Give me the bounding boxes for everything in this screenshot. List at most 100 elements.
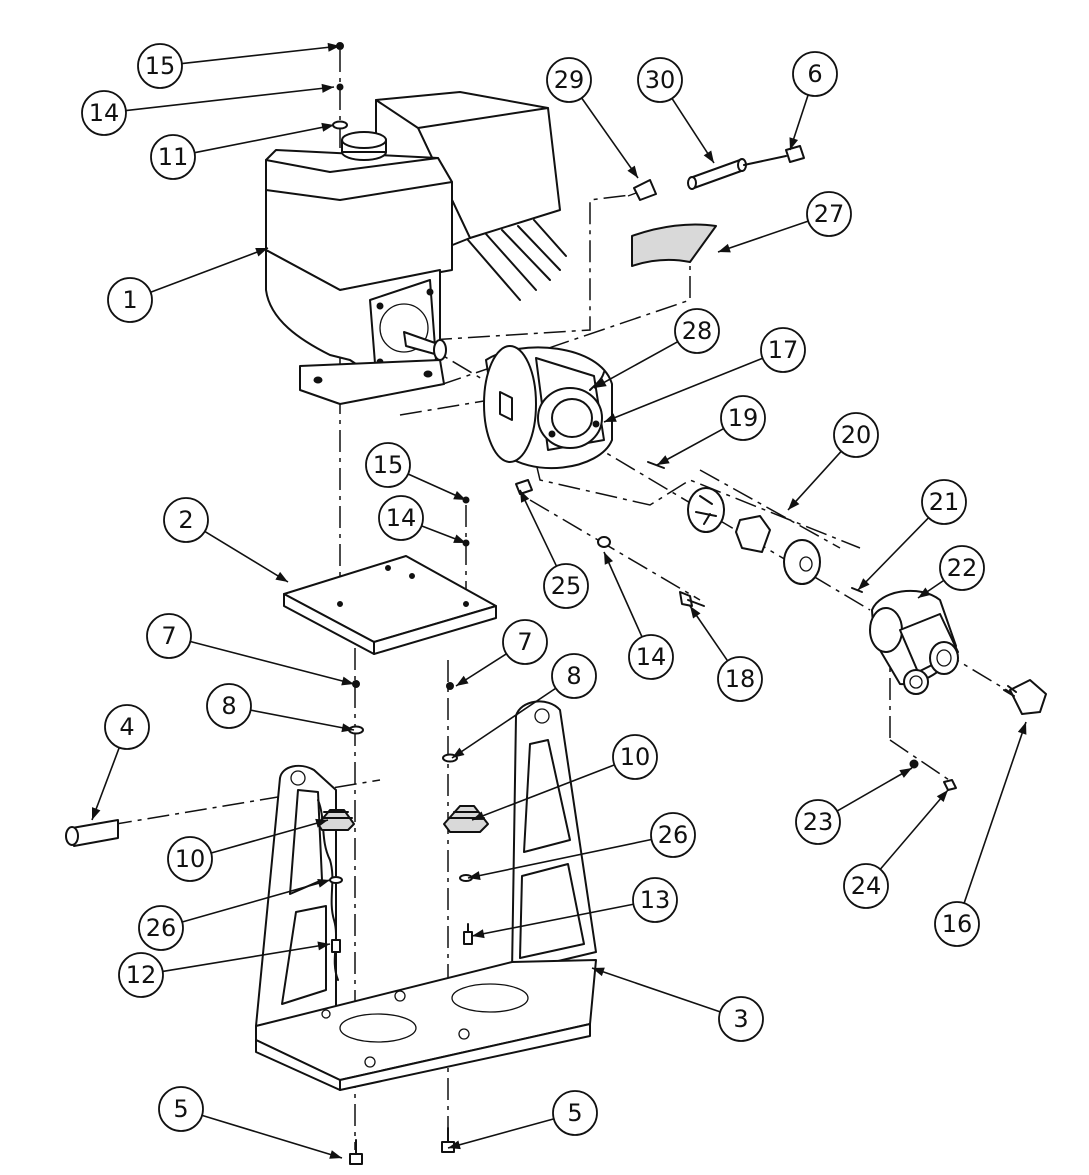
leader-line bbox=[471, 764, 615, 821]
callout-28: 28 bbox=[593, 308, 720, 389]
leader-line bbox=[593, 340, 679, 389]
arrowhead bbox=[788, 498, 800, 510]
arrowhead bbox=[936, 790, 948, 803]
callout-number: 2 bbox=[178, 506, 193, 534]
arrowhead bbox=[317, 941, 330, 951]
leader-line bbox=[150, 247, 269, 293]
callout-circle bbox=[717, 656, 763, 702]
callout-7: 7 bbox=[455, 619, 548, 687]
arrowhead bbox=[627, 165, 638, 178]
callout-number: 19 bbox=[728, 404, 759, 432]
leader-line bbox=[963, 721, 1027, 904]
callout-circle bbox=[921, 479, 967, 525]
callout-circle bbox=[843, 863, 889, 909]
arrowhead bbox=[594, 378, 607, 388]
arrowhead bbox=[275, 571, 288, 582]
callout-number: 24 bbox=[851, 872, 882, 900]
leader-line bbox=[471, 903, 634, 937]
callout-number: 28 bbox=[682, 317, 713, 345]
arrowhead bbox=[453, 534, 466, 543]
arrowhead bbox=[899, 768, 912, 778]
callout-circle bbox=[543, 563, 589, 609]
callout-number: 17 bbox=[768, 336, 799, 364]
callout-circle bbox=[158, 1086, 204, 1132]
leader-line bbox=[91, 747, 120, 821]
arrowhead bbox=[315, 818, 328, 828]
callout-circle bbox=[760, 327, 806, 373]
arrowhead bbox=[341, 676, 354, 686]
arrowhead bbox=[327, 42, 340, 52]
arrowhead bbox=[468, 871, 481, 880]
fittings-29-30-6 bbox=[627, 145, 805, 201]
arrowhead bbox=[472, 929, 485, 939]
leader-line bbox=[201, 1114, 343, 1159]
callout-14: 14 bbox=[81, 83, 335, 136]
arrowhead bbox=[329, 1150, 342, 1159]
arrowhead bbox=[592, 967, 605, 977]
callout-11: 11 bbox=[150, 122, 335, 180]
leader-line bbox=[717, 220, 809, 253]
callout-21: 21 bbox=[857, 479, 967, 591]
arrowhead bbox=[520, 490, 530, 503]
callout-27: 27 bbox=[717, 191, 852, 253]
callout-2: 2 bbox=[163, 497, 289, 583]
leader-line bbox=[836, 767, 913, 812]
callout-16: 16 bbox=[934, 721, 1027, 947]
callout-5: 5 bbox=[158, 1086, 343, 1159]
arrowhead bbox=[657, 455, 670, 465]
leader-line bbox=[125, 86, 335, 112]
leader-line bbox=[451, 687, 557, 759]
callout-circle bbox=[546, 57, 592, 103]
isolators-and-fasteners bbox=[65, 805, 489, 1165]
callout-circle bbox=[206, 683, 252, 729]
arrowhead bbox=[452, 747, 465, 758]
arrowhead bbox=[690, 606, 701, 619]
arrowhead bbox=[789, 137, 799, 150]
arrowhead bbox=[1017, 722, 1027, 735]
callout-circle bbox=[104, 704, 150, 750]
arrowhead bbox=[255, 248, 268, 257]
callout-number: 25 bbox=[551, 572, 582, 600]
leader-line bbox=[671, 98, 715, 164]
callout-20: 20 bbox=[787, 412, 879, 511]
callout-number: 18 bbox=[725, 665, 756, 693]
callout-number: 15 bbox=[145, 52, 176, 80]
leader-line bbox=[581, 97, 639, 179]
callout-10: 10 bbox=[167, 818, 329, 882]
callout-number: 7 bbox=[517, 628, 532, 656]
callout-25: 25 bbox=[519, 489, 589, 609]
callout-circle bbox=[632, 877, 678, 923]
callout-circle bbox=[150, 134, 196, 180]
callout-number: 16 bbox=[942, 910, 973, 938]
arrowhead bbox=[703, 150, 714, 163]
callout-6: 6 bbox=[789, 51, 838, 151]
leader-line bbox=[250, 709, 355, 731]
arrowhead bbox=[321, 83, 334, 93]
callout-number: 12 bbox=[126, 961, 157, 989]
leader-line bbox=[519, 489, 558, 567]
callout-circle bbox=[806, 191, 852, 237]
arrowhead bbox=[858, 578, 870, 590]
callout-number: 13 bbox=[640, 886, 671, 914]
leader-line bbox=[210, 819, 329, 854]
callout-number: 8 bbox=[221, 692, 236, 720]
callout-number: 14 bbox=[636, 643, 667, 671]
callout-circle bbox=[795, 799, 841, 845]
arrowhead bbox=[317, 878, 330, 888]
leader-line bbox=[467, 838, 652, 879]
callout-number: 4 bbox=[119, 713, 134, 741]
callout-circle bbox=[146, 613, 192, 659]
callout-number: 30 bbox=[645, 66, 676, 94]
callout-circle bbox=[939, 545, 985, 591]
callout-circle bbox=[118, 952, 164, 998]
callout-15: 15 bbox=[365, 442, 467, 501]
pump-adapter-part-17-28 bbox=[483, 345, 613, 470]
callout-circle bbox=[674, 308, 720, 354]
callout-26: 26 bbox=[138, 878, 331, 951]
callout-number: 10 bbox=[620, 743, 651, 771]
arrowhead bbox=[718, 243, 731, 253]
arrowhead bbox=[918, 587, 931, 598]
callout-circle bbox=[138, 905, 184, 951]
arrowhead bbox=[453, 490, 466, 500]
